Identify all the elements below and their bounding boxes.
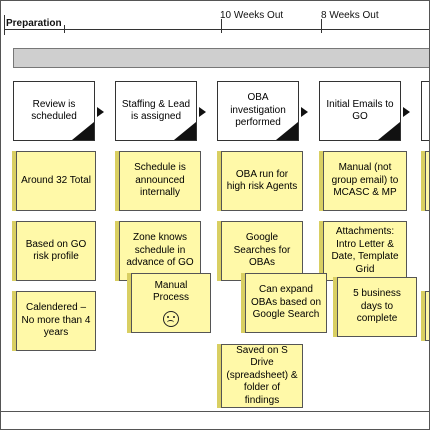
step-label: Review is scheduled [31, 98, 77, 123]
note-text: Can expand OBAs based on Google Search [250, 284, 322, 321]
step-next-partial [421, 81, 429, 141]
note-text: Manual (not group email) to MCASC & MP [331, 162, 399, 199]
flow-arrow [199, 107, 206, 117]
step-label: OBA investigation performed [230, 92, 286, 129]
timeline-tick-10-weeks [221, 19, 222, 33]
step-corner-marker [72, 122, 94, 140]
step-review-scheduled: Review is scheduled [13, 81, 95, 141]
timeline-start-tick [4, 15, 5, 35]
note-card: OBA run for high risk Agents [221, 151, 303, 211]
step-label: Initial Emails to GO [326, 98, 394, 123]
note-card-partial [425, 291, 429, 341]
timeline-axis [4, 29, 429, 30]
flow-arrow [97, 107, 104, 117]
step-staffing-lead: Staffing & Lead is assigned [115, 81, 197, 141]
note-text: Manual Process [152, 279, 190, 304]
bottom-divider [1, 411, 429, 412]
timeline-marker-10-weeks: 10 Weeks Out [220, 10, 284, 21]
note-card: Google Searches for OBAs [221, 221, 303, 281]
step-corner-marker [276, 122, 298, 140]
note-text: Google Searches for OBAs [233, 232, 291, 269]
note-text: Calendered – No more than 4 years [21, 302, 91, 339]
phase-bar [13, 48, 429, 68]
note-text: Attachments: Intro Letter & Date, Templa… [331, 226, 399, 275]
note-card: Around 32 Total [16, 151, 96, 211]
note-card: Schedule is announced internally [119, 151, 201, 211]
step-label: Staffing & Lead is assigned [121, 98, 191, 123]
note-card: Zone knows schedule in advance of GO [119, 221, 201, 281]
note-text: Based on GO risk profile [25, 238, 87, 263]
flow-arrow [301, 107, 308, 117]
note-card: Attachments: Intro Letter & Date, Templa… [323, 221, 407, 281]
note-text: Saved on S Drive (spreadsheet) & folder … [226, 344, 298, 406]
note-card: Based on GO risk profile [16, 221, 96, 281]
note-card: Manual (not group email) to MCASC & MP [323, 151, 407, 211]
note-card-partial [425, 151, 429, 211]
step-oba-investigation: OBA investigation performed [217, 81, 299, 141]
timeline-tick [64, 25, 65, 33]
note-text: OBA run for high risk Agents [226, 168, 298, 193]
step-initial-emails: Initial Emails to GO [319, 81, 401, 141]
note-text: 5 business days to complete [353, 288, 401, 325]
note-card: Calendered – No more than 4 years [16, 291, 96, 351]
flow-arrow [403, 107, 410, 117]
note-text: Zone knows schedule in advance of GO [126, 232, 194, 269]
note-card: Manual Process [131, 273, 211, 333]
note-card: 5 business days to complete [337, 277, 417, 337]
step-corner-marker [378, 122, 400, 140]
step-corner-marker [174, 122, 196, 140]
note-card: Saved on S Drive (spreadsheet) & folder … [221, 344, 303, 408]
phase-label: Preparation [6, 18, 62, 29]
frown-face-icon [163, 310, 179, 327]
note-text: Around 32 Total [21, 174, 91, 186]
note-card: Can expand OBAs based on Google Search [245, 273, 327, 333]
note-text: Schedule is announced internally [134, 162, 186, 199]
timeline-marker-8-weeks: 8 Weeks Out [321, 10, 379, 21]
timeline-tick-8-weeks [321, 19, 322, 33]
